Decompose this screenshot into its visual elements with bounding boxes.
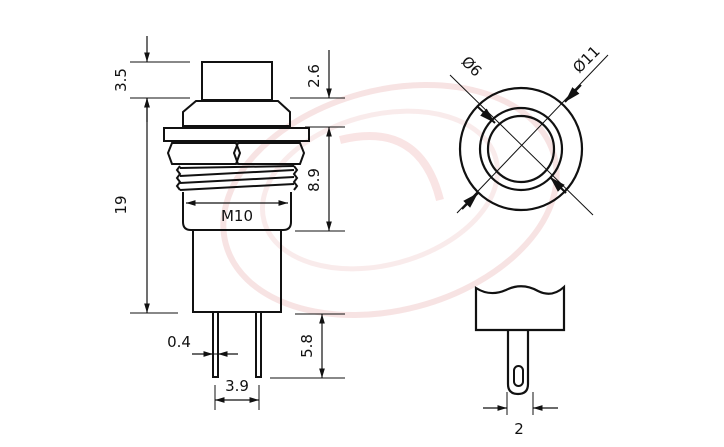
dim-label-pin-thickness: 0.4 <box>167 333 191 351</box>
thread <box>175 165 299 191</box>
hex-nut-right <box>232 142 306 165</box>
bezel <box>182 100 291 127</box>
pin-left <box>212 311 219 378</box>
dim-label-thread-length: 8.9 <box>305 168 323 192</box>
dim-label-cap-offset: 2.6 <box>305 64 323 88</box>
dim-label-outer-diameter: Ø11 <box>569 42 604 77</box>
dim-label-body-height: 19 <box>112 195 130 214</box>
top-view <box>449 54 609 216</box>
side-view <box>130 36 345 410</box>
main-body <box>192 229 282 313</box>
dim-label-thread: M10 <box>221 207 253 225</box>
inner-circle <box>486 114 556 184</box>
terminal-hole <box>513 365 524 387</box>
dim-label-inner-diameter: Ø6 <box>458 53 486 81</box>
terminal-tab <box>506 330 530 396</box>
dim-label-pin-spacing: 3.9 <box>225 377 249 395</box>
dim-label-terminal-width: 2 <box>514 420 524 438</box>
dim-label-cap-height: 3.5 <box>112 68 130 92</box>
dim-label-pin-length: 5.8 <box>298 334 316 358</box>
body-section <box>474 284 566 332</box>
terminal-view <box>474 284 566 415</box>
pin-right <box>255 311 262 378</box>
watermark-logo <box>220 81 560 319</box>
washer <box>163 127 310 142</box>
outer-circle <box>458 86 584 212</box>
hex-nut-left <box>166 142 242 165</box>
button-cap <box>201 61 273 101</box>
middle-circle <box>478 106 564 192</box>
